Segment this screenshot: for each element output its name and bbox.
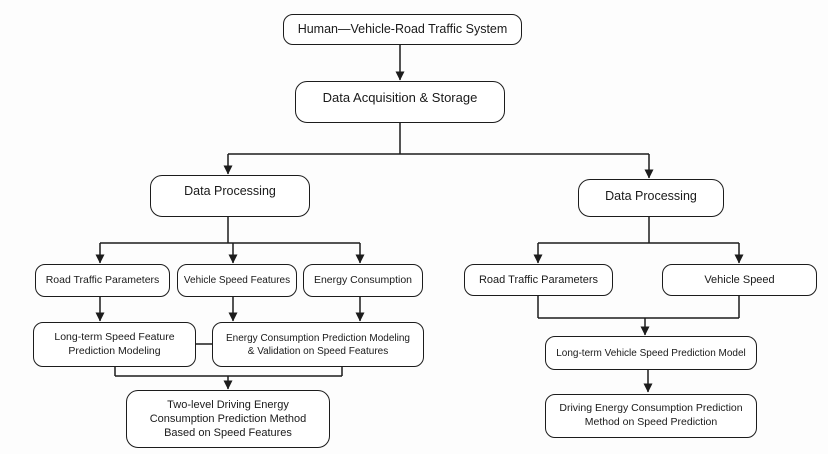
node-data-processing-left: Data Processing xyxy=(150,175,310,217)
node-data-processing-right: Data Processing xyxy=(578,179,724,217)
node-energy-consumption: Energy Consumption xyxy=(303,264,423,297)
node-vehicle-speed-features: Vehicle Speed Features xyxy=(177,264,297,297)
node-vehicle-speed: Vehicle Speed xyxy=(662,264,817,296)
node-long-term-vehicle-speed-model: Long-term Vehicle Speed Prediction Model xyxy=(545,336,757,370)
node-traffic-system: Human—Vehicle-Road Traffic System xyxy=(283,14,522,45)
node-road-traffic-parameters-left: Road Traffic Parameters xyxy=(35,264,170,297)
node-two-level-prediction-method: Two-level Driving Energy Consumption Pre… xyxy=(126,390,330,448)
node-long-term-speed-feature-modeling: Long-term Speed Feature Prediction Model… xyxy=(33,322,196,367)
node-energy-consumption-prediction-modeling: Energy Consumption Prediction Modeling &… xyxy=(212,322,424,367)
node-road-traffic-parameters-right: Road Traffic Parameters xyxy=(464,264,613,296)
node-data-acquisition-storage: Data Acquisition & Storage xyxy=(295,81,505,123)
node-driving-energy-prediction-method: Driving Energy Consumption Prediction Me… xyxy=(545,394,757,438)
